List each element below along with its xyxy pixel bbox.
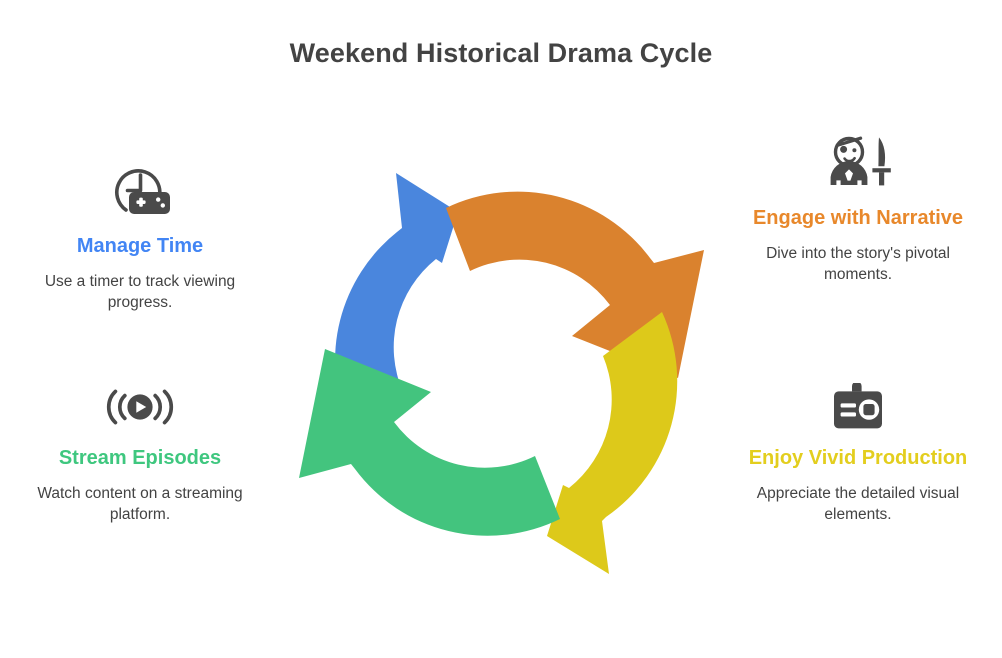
- broadcast-play-icon: [106, 389, 174, 425]
- clock-gamepad-icon: [115, 169, 170, 214]
- cycle-diagram: [266, 128, 736, 598]
- panel-stream-episodes[interactable]: Stream Episodes Watch content on a strea…: [30, 375, 250, 525]
- panel-title: Enjoy Vivid Production: [748, 447, 968, 469]
- panel-description: Use a timer to track viewing progress.: [44, 272, 236, 311]
- panel-manage-time[interactable]: Manage Time Use a timer to track viewing…: [30, 163, 250, 313]
- panel-title: Engage with Narrative: [752, 207, 964, 229]
- panel-description: Appreciate the detailed visual elements.: [756, 484, 960, 523]
- cycle-segment-stream[interactable]: [299, 349, 560, 536]
- panel-description: Dive into the story's pivotal moments.: [766, 244, 950, 283]
- panel-description: Watch content on a streaming platform.: [37, 484, 243, 523]
- panel-engage-narrative[interactable]: Engage with Narrative Dive into the stor…: [748, 135, 968, 285]
- pirate-sword-icon: [830, 136, 891, 186]
- cycle-diagram-svg: [299, 173, 704, 574]
- panel-icon-container: [748, 375, 968, 433]
- cycle-segment-enjoy[interactable]: [547, 312, 678, 574]
- panel-title: Manage Time: [76, 235, 204, 257]
- panel-title: Stream Episodes: [58, 447, 222, 469]
- panel-icon-container: [30, 163, 250, 221]
- page-title: Weekend Historical Drama Cycle: [289, 38, 713, 68]
- panel-enjoy-production[interactable]: Enjoy Vivid Production Appreciate the de…: [748, 375, 968, 525]
- cycle-segment-manage-time[interactable]: [335, 173, 458, 425]
- panel-icon-container: [748, 135, 968, 193]
- panel-icon-container: [30, 375, 250, 433]
- camera-icon: [834, 383, 882, 429]
